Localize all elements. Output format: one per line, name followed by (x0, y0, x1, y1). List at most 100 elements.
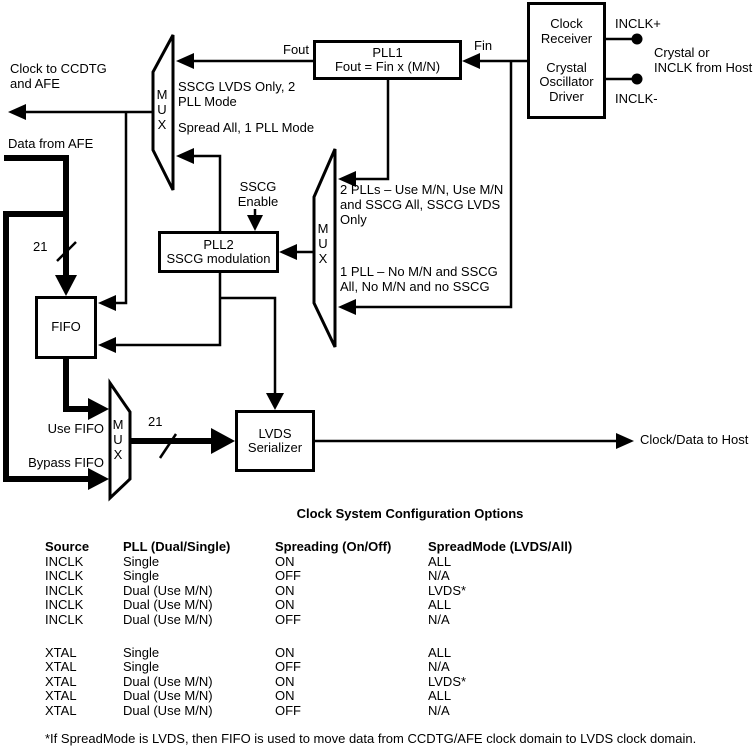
table-cell: ON (275, 673, 295, 689)
mux1-input-bottom-label: Spread All, 1 PLL Mode (178, 120, 315, 135)
arrowhead-pll2-in (279, 244, 297, 260)
fifo-output-bus (63, 359, 92, 412)
table-cell: INCLK (45, 553, 84, 569)
table-cell: ON (275, 597, 295, 613)
table-header-source: Source (45, 539, 90, 554)
arrowhead-lvds-clk (266, 393, 284, 410)
table-cell: INCLK (45, 568, 84, 584)
table-header-spreadmode: SpreadMode (LVDS/All) (428, 539, 573, 554)
table-cell: ON (275, 688, 295, 704)
table-cell: XTAL (45, 644, 77, 660)
mux2-input-top-label: 2 PLLs – Use M/N, Use M/N and SSCG All, … (340, 182, 504, 227)
table-footnote: *If SpreadMode is LVDS, then FIFO is use… (45, 731, 697, 746)
pll1-to-mux2-line (352, 80, 390, 181)
table-cell: Single (123, 659, 160, 675)
crystal-source-label: Crystal or INCLK from Host (654, 45, 753, 75)
arrowhead-use-fifo-in (88, 398, 109, 420)
arrowhead-bypass-in (88, 468, 109, 490)
arrowhead-lvds-data-in (211, 428, 235, 454)
mux1-input-top-label: SSCG LVDS Only, 2 PLL Mode (178, 79, 296, 109)
table-cell: N/A (428, 702, 450, 718)
lvds-serializer-block: LVDS Serializer (235, 410, 315, 472)
table-title: Clock System Configuration Options (296, 506, 524, 521)
arrowhead-mux2-bottom (338, 299, 356, 315)
table-cell: XTAL (45, 659, 77, 675)
table-cell: ON (275, 582, 295, 598)
table-cell: Single (123, 568, 160, 584)
table-cell: INCLK (45, 597, 84, 613)
afe-bypass-bus (3, 211, 92, 482)
arrowhead-clock-out (8, 104, 26, 120)
inclk-plus-terminal (631, 33, 643, 45)
arrowhead-mux1-bottom (176, 148, 194, 164)
clock-to-ccdtg-label: Clock to CCDTG and AFE (10, 61, 107, 91)
table-cell: Dual (Use M/N) (123, 673, 213, 689)
table-cell: ALL (428, 644, 452, 660)
table-cell: OFF (275, 611, 301, 627)
pll2-to-mux1-line (190, 154, 222, 231)
pll1-block: PLL1 Fout = Fin x (M/N) (313, 40, 462, 80)
inclk-minus-label: INCLK- (615, 91, 658, 106)
table-cell: XTAL (45, 673, 77, 689)
mux1-branch-to-fifo-line (112, 112, 128, 305)
mux3-label: M U X (112, 417, 124, 462)
lvds-label-line2: Serializer (247, 440, 303, 455)
table-cell: INCLK (45, 582, 84, 598)
fin-to-mux2-line (352, 61, 513, 309)
table-cell: OFF (275, 659, 301, 675)
afe-data-bus (4, 155, 69, 279)
fout-label: Fout (283, 42, 310, 57)
fifo-bus-width-label: 21 (33, 239, 48, 254)
arrowhead-fifo-clk2 (98, 337, 116, 353)
pll2-title: PLL2 (203, 236, 234, 252)
table-cell: Dual (Use M/N) (123, 688, 213, 704)
table-cell: ON (275, 553, 295, 569)
mux3-shape (108, 378, 132, 502)
mux2-shape (312, 148, 337, 348)
table-cell: Dual (Use M/N) (123, 702, 213, 718)
table-cell: ALL (428, 553, 452, 569)
fifo-block: FIFO (35, 296, 97, 359)
table-cell: ALL (428, 597, 452, 613)
table-group-gap (45, 628, 705, 646)
pll2-block: PLL2 SSCG modulation (158, 231, 279, 273)
lvds-bus-width-label: 21 (148, 414, 163, 429)
mux1-shape (151, 34, 175, 191)
table-cell: XTAL (45, 702, 77, 718)
arrowhead-fout (176, 53, 194, 69)
pll1-formula: Fout = Fin x (M/N) (334, 59, 441, 74)
config-table: Source PLL (Dual/Single) Spreading (On/O… (45, 539, 705, 719)
table-cell: LVDS* (428, 673, 467, 689)
table-cell: Single (123, 553, 160, 569)
table-cell: ON (275, 644, 295, 660)
arrowhead-host-out (616, 433, 634, 449)
pll2-to-lvds-line (220, 296, 277, 397)
pll2-subtitle: SSCG modulation (166, 251, 271, 266)
table-row: XTAL Dual (Use M/N) OFF N/A (45, 702, 705, 719)
clock-data-to-host-label: Clock/Data to Host (640, 432, 749, 447)
arrowhead-fifo-clk1 (98, 295, 116, 311)
table-row: INCLK Single ON ALL (45, 553, 705, 570)
data-from-afe-label: Data from AFE (8, 136, 94, 151)
pll1-title: PLL1 (372, 44, 403, 60)
mux2-label: M U X (317, 221, 329, 266)
fifo-label: FIFO (51, 319, 81, 335)
table-header-pll: PLL (Dual/Single) (123, 539, 231, 554)
table-cell: OFF (275, 568, 301, 584)
table-cell: Dual (Use M/N) (123, 611, 213, 627)
use-fifo-label: Use FIFO (47, 421, 104, 436)
clock-receiver-block: Clock Receiver Crystal Oscillator Driver (527, 2, 606, 119)
table-cell: N/A (428, 611, 450, 627)
arrowhead-sscg-enable (247, 215, 263, 231)
table-cell: OFF (275, 702, 301, 718)
table-cell: ALL (428, 688, 452, 704)
table-row: XTAL Dual (Use M/N) ON LVDS* (45, 673, 705, 690)
table-cell: N/A (428, 659, 450, 675)
lvds-label-line1: LVDS (258, 425, 292, 441)
